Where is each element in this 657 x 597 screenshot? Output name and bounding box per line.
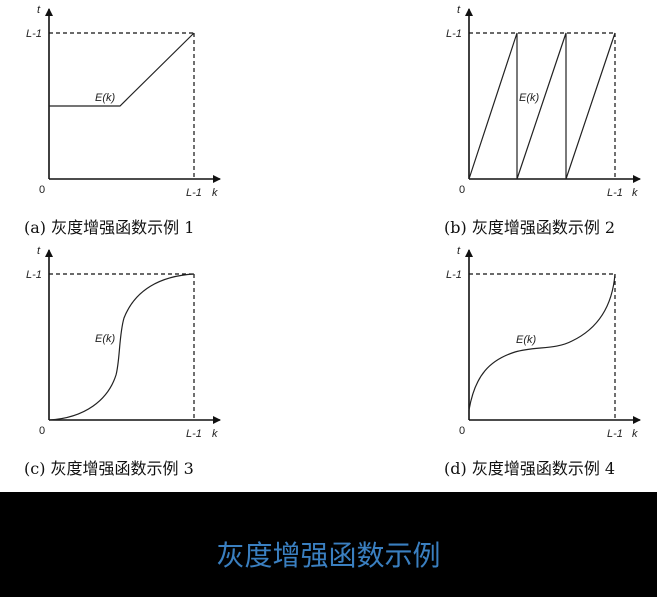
curve-label: E(k) [95, 333, 116, 345]
origin-label: 0 [459, 425, 465, 437]
panel-b-chart: t L-1 0 L-1 k E(k) [446, 4, 641, 199]
y-axis-label: t [37, 4, 41, 16]
y-axis-label: t [457, 4, 461, 16]
panel-a-caption: (a) 灰度增强函数示例 1 [24, 218, 195, 237]
x-axis-label: k [632, 428, 638, 440]
x-axis-label: k [632, 187, 638, 199]
y-max-label: L-1 [446, 269, 462, 281]
x-max-label: L-1 [607, 428, 623, 440]
x-max-label: L-1 [186, 187, 202, 199]
y-max-label: L-1 [446, 28, 462, 40]
y-max-label: L-1 [26, 28, 42, 40]
panel-b-caption: (b) 灰度增强函数示例 2 [444, 218, 616, 237]
x-axis-label: k [212, 428, 218, 440]
banner-title: 灰度增强函数示例 [216, 539, 441, 572]
curve-label: E(k) [516, 334, 537, 346]
y-axis-label: t [457, 245, 461, 257]
panel-c-chart: t L-1 0 L-1 k E(k) [26, 245, 221, 440]
curve-label: E(k) [519, 92, 540, 104]
y-axis-label: t [37, 245, 41, 257]
panel-d-caption: (d) 灰度增强函数示例 4 [444, 459, 616, 478]
panel-a-chart: t L-1 0 L-1 k E(k) [26, 4, 221, 199]
origin-label: 0 [39, 425, 45, 437]
y-max-label: L-1 [26, 269, 42, 281]
panel-c-caption: (c) 灰度增强函数示例 3 [24, 459, 194, 478]
x-axis-label: k [212, 187, 218, 199]
curve-label: E(k) [95, 92, 116, 104]
curve-e-k [48, 273, 195, 421]
figure-panel-grid: t L-1 0 L-1 k E(k) t L-1 0 L-1 k E(k) [24, 4, 641, 478]
panel-d-chart: t L-1 0 L-1 k E(k) [446, 245, 641, 440]
curve-e-k [468, 273, 616, 411]
title-banner: 灰度增强函数示例 [0, 492, 657, 597]
curve-e-k [49, 32, 195, 107]
x-max-label: L-1 [186, 428, 202, 440]
curve-e-k [468, 32, 616, 180]
x-max-label: L-1 [607, 187, 623, 199]
origin-label: 0 [459, 184, 465, 196]
origin-label: 0 [39, 184, 45, 196]
